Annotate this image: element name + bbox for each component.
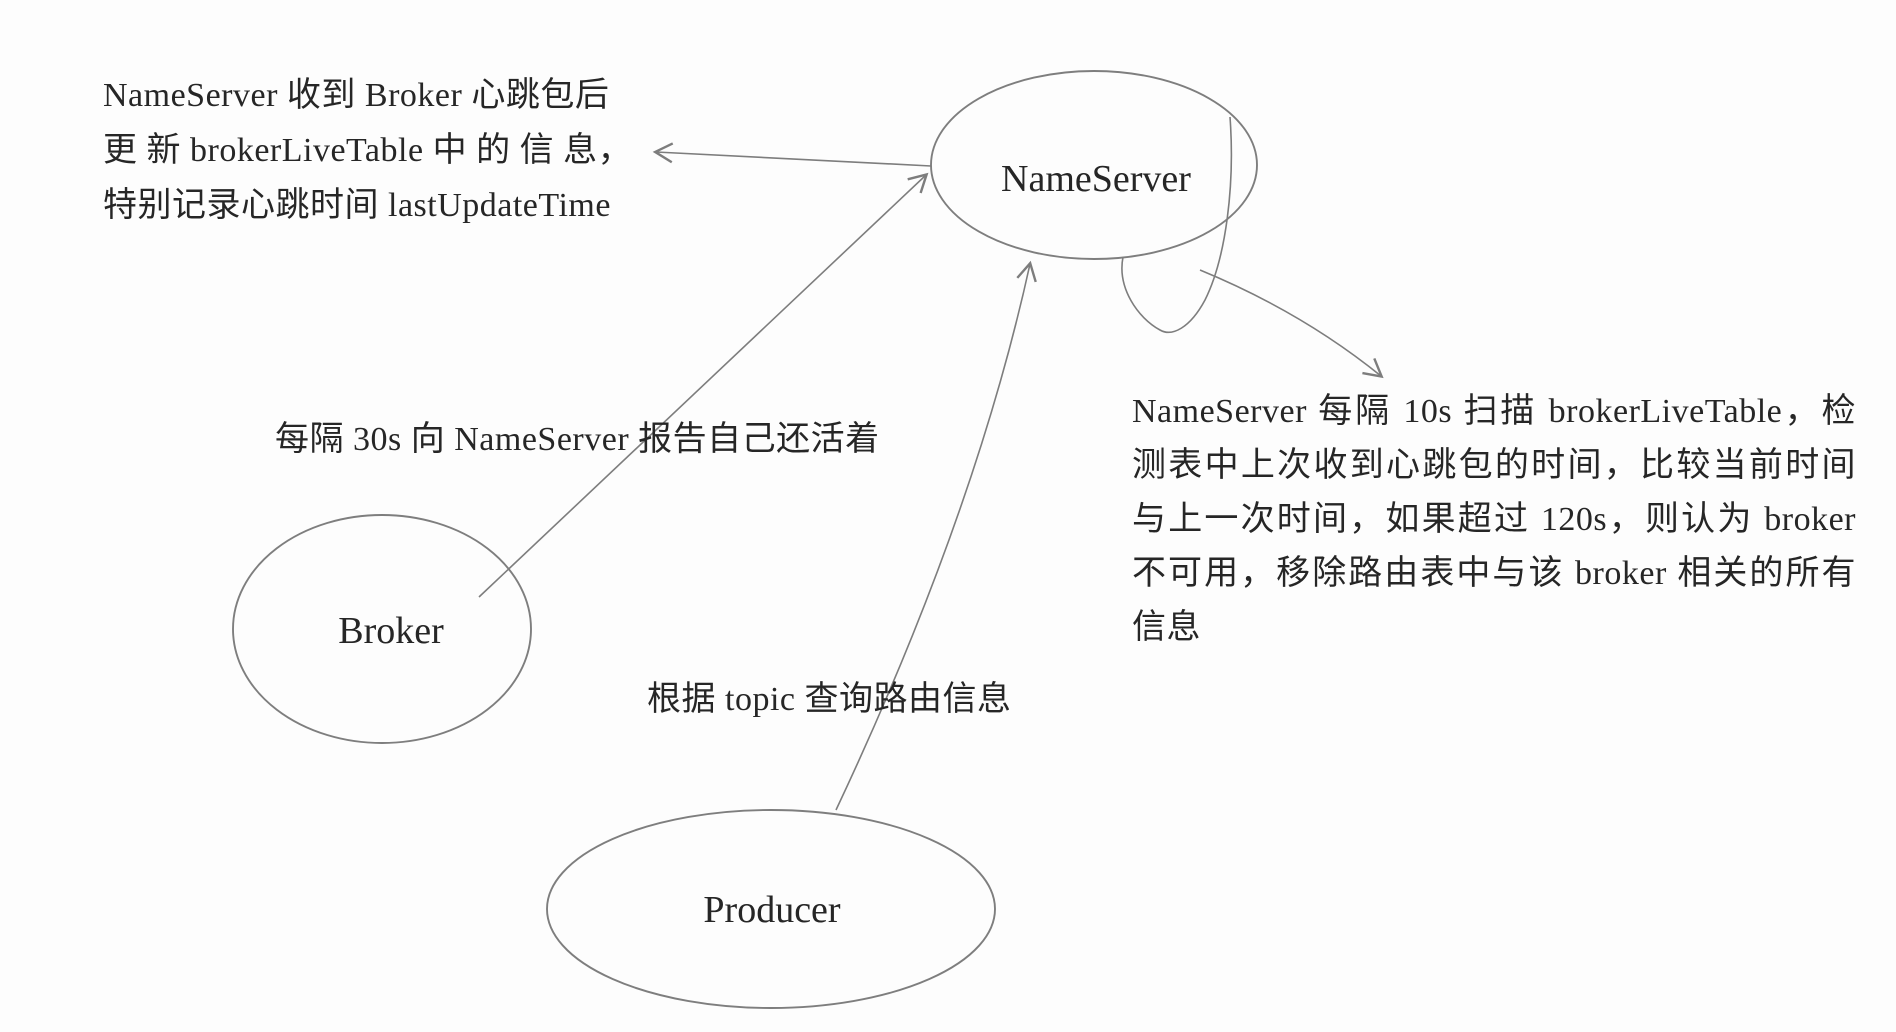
note-line: 每隔 30s 向 NameServer 报告自己还活着: [275, 421, 880, 458]
loop-to-scan-note-arrow: [1199, 269, 1384, 379]
broker-to-nameserver-arrow: [478, 172, 929, 598]
note-line: 信息: [1132, 609, 1201, 646]
note-line: 特别记录心跳时间 lastUpdateTime: [103, 187, 611, 224]
nameserver-self-loop-edge: [1121, 116, 1233, 334]
scan-rule-note: NameServer 每隔 10s 扫描 brokerLiveTable，检 测…: [1132, 385, 1856, 655]
note-line: NameServer 每隔 10s 扫描 brokerLiveTable，检: [1132, 393, 1856, 430]
note-line: 根据 topic 查询路由信息: [647, 681, 1012, 718]
note-line: 更 新 brokerLiveTable 中 的 信 息，: [103, 132, 633, 169]
broker-report-note: 每隔 30s 向 NameServer 报告自己还活着: [275, 412, 880, 467]
note-line: 不可用，移除路由表中与该 broker 相关的所有: [1132, 555, 1856, 592]
broker-node-ellipse: [232, 514, 532, 744]
topic-query-note: 根据 topic 查询路由信息: [647, 672, 1011, 727]
nameserver-node-ellipse: [930, 70, 1258, 260]
broker-node-label: Broker: [338, 610, 444, 652]
producer-node-label: Producer: [703, 889, 841, 931]
heartbeat-update-note: NameServer 收到 Broker 心跳包后 更 新 brokerLive…: [103, 68, 633, 233]
note-line: 测表中上次收到心跳包的时间，比较当前时间: [1132, 447, 1856, 484]
note-line: NameServer 收到 Broker 心跳包后: [103, 77, 610, 114]
producer-node-ellipse: [546, 809, 996, 1009]
nameserver-to-note-arrow: [652, 142, 932, 167]
producer-to-nameserver-arrow: [835, 260, 1037, 811]
note-line: 与上一次时间，如果超过 120s，则认为 broker: [1132, 501, 1856, 538]
nameserver-node-label: NameServer: [1001, 158, 1191, 200]
